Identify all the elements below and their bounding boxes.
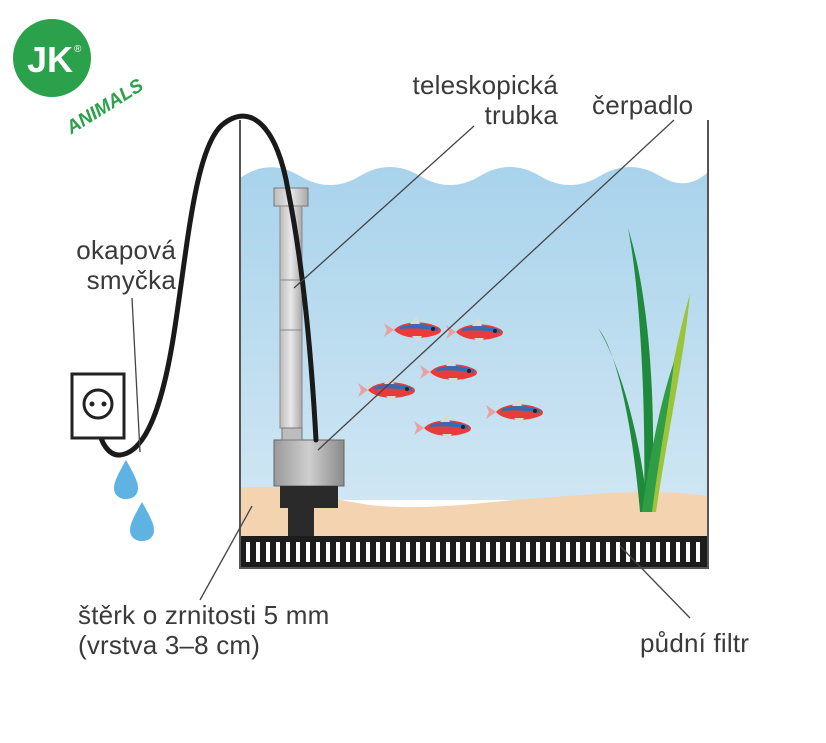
filter-slot: [626, 542, 630, 562]
filter-slot: [616, 542, 620, 562]
filter-slot: [316, 542, 320, 562]
filter-slot: [406, 542, 410, 562]
jk-animals-logo: JK ® ANIMALS: [13, 19, 148, 139]
label-tube-line2: trubka: [484, 100, 558, 130]
filter-slot: [466, 542, 470, 562]
filter-slot: [586, 542, 590, 562]
logo-circle: [13, 19, 91, 97]
filter-slot: [326, 542, 330, 562]
filter-slot: [426, 542, 430, 562]
label-gravel: štěrk o zrnitosti 5 mm (vrstva 3–8 cm): [78, 600, 329, 660]
label-drip-line2: smyčka: [86, 265, 176, 295]
filter-slot: [356, 542, 360, 562]
gravel-layer: [240, 486, 708, 536]
filter-slot: [516, 542, 520, 562]
filter-slot: [276, 542, 280, 562]
label-telescopic-tube: teleskopická trubka: [390, 70, 558, 130]
water-drop: [130, 502, 154, 541]
label-drip-loop: okapová smyčka: [58, 235, 176, 295]
label-drip-line1: okapová: [76, 235, 176, 265]
filter-slot: [256, 542, 260, 562]
label-gravel-line2: (vrstva 3–8 cm): [78, 630, 261, 660]
filter-slot: [306, 542, 310, 562]
filter-slot: [606, 542, 610, 562]
filter-slot: [526, 542, 530, 562]
filter-slot: [566, 542, 570, 562]
filter-slot: [486, 542, 490, 562]
filter-slot: [556, 542, 560, 562]
filter-slot: [396, 542, 400, 562]
filter-slot: [296, 542, 300, 562]
filter-slot: [596, 542, 600, 562]
pump-base: [280, 486, 338, 508]
filter-slot: [336, 542, 340, 562]
power-socket: [70, 372, 126, 440]
water-drop: [114, 460, 138, 499]
filter-slot: [376, 542, 380, 562]
power-cable: [97, 113, 319, 458]
label-tube-line1: teleskopická: [412, 70, 558, 100]
filter-slot: [416, 542, 420, 562]
filter-slot: [436, 542, 440, 562]
filter-slot: [446, 542, 450, 562]
label-pump: čerpadlo: [592, 90, 694, 120]
filter-slot: [546, 542, 550, 562]
filter-slot: [696, 542, 700, 562]
filter-slot: [386, 542, 390, 562]
filter-slot: [476, 542, 480, 562]
leader-lines: [131, 119, 691, 619]
filter-slot: [496, 542, 500, 562]
filter-slot: [286, 542, 290, 562]
label-gravel-line1: štěrk o zrnitosti 5 mm: [78, 600, 330, 630]
filter-slot: [246, 542, 250, 562]
filter-slot: [646, 542, 650, 562]
filter-slot: [266, 542, 270, 562]
filter-slot: [456, 542, 460, 562]
filter-slots: [246, 542, 700, 562]
filter-slot: [666, 542, 670, 562]
filter-slot: [576, 542, 580, 562]
tank-outline: [239, 120, 709, 569]
label-undergravel-filter: půdní filtr: [640, 628, 750, 658]
filter-slot: [676, 542, 680, 562]
filter-slot: [346, 542, 350, 562]
filter-slot: [686, 542, 690, 562]
pump-body: [273, 439, 345, 487]
aquatic-plant: [598, 228, 690, 512]
filter-slot: [656, 542, 660, 562]
filter-slot: [366, 542, 370, 562]
logo-mark: JK: [27, 39, 73, 80]
filter-slot: [536, 542, 540, 562]
filter-slot: [636, 542, 640, 562]
logo-registered: ®: [74, 44, 82, 55]
pump-assembly: [273, 187, 345, 536]
filter-slot: [506, 542, 510, 562]
